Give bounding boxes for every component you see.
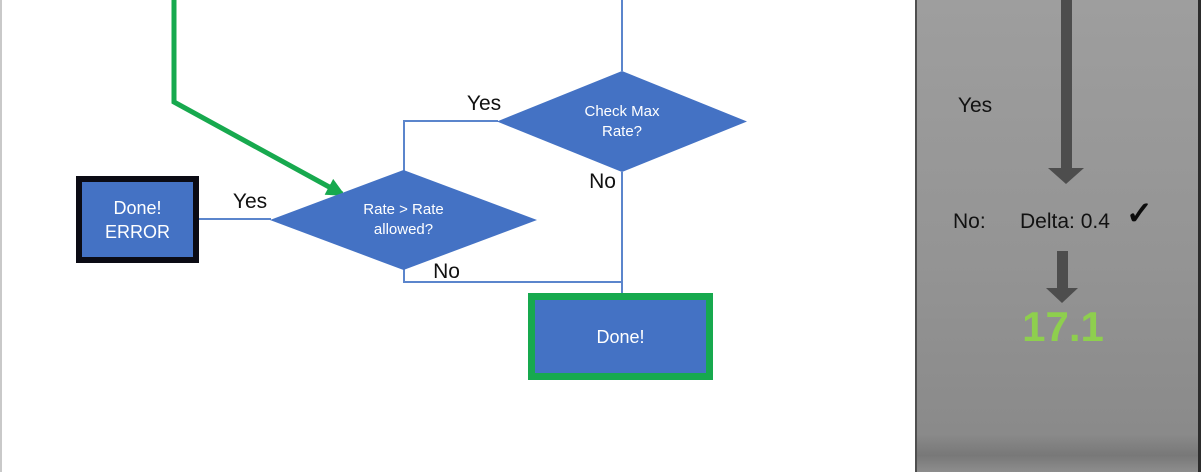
edge-label-yes-check-max: Yes bbox=[466, 92, 502, 115]
decision-rate-allowed: Rate > Rate allowed? bbox=[270, 170, 537, 270]
edge-label-no-check-max: No bbox=[589, 170, 616, 193]
edge-label-no-rate-allowed: No bbox=[433, 260, 460, 283]
panel-long-arrow-down-icon bbox=[1048, 168, 1084, 184]
terminal-done-label: Done! bbox=[596, 326, 645, 347]
decision-check-max-rate-label: Check Max Rate? bbox=[584, 102, 660, 140]
connector-check-max-yes-h bbox=[403, 120, 498, 122]
edge-label-yes-rate-allowed: Yes bbox=[232, 190, 268, 213]
green-flow-path bbox=[171, 0, 346, 197]
connector-into-check-max bbox=[621, 0, 623, 71]
terminal-done-error: Done! ERROR bbox=[76, 176, 199, 263]
side-panel-border bbox=[915, 0, 917, 472]
window-left-edge bbox=[0, 0, 2, 472]
panel-no-label: No: bbox=[953, 210, 986, 233]
decision-rate-allowed-label: Rate > Rate allowed? bbox=[363, 201, 444, 238]
panel-result-value: 17.1 bbox=[1022, 303, 1104, 350]
terminal-done-error-label: Done! ERROR bbox=[104, 197, 170, 242]
checkmark-icon: ✓ bbox=[1126, 195, 1153, 231]
connector-rate-allowed-no-h bbox=[403, 281, 622, 283]
panel-long-arrow-shaft bbox=[1061, 0, 1072, 168]
panel-delta-value: Delta: 0.4 bbox=[1020, 210, 1110, 233]
panel-short-arrow-shaft bbox=[1057, 251, 1068, 288]
connector-rate-allowed-yes-h bbox=[199, 218, 271, 220]
terminal-done: Done! bbox=[528, 293, 713, 380]
decision-check-max-rate: Check Max Rate? bbox=[497, 71, 747, 172]
side-panel bbox=[917, 0, 1198, 472]
panel-short-arrow-down-icon bbox=[1046, 288, 1078, 303]
connector-check-max-no-v bbox=[621, 172, 623, 293]
panel-yes-label: Yes bbox=[957, 94, 993, 117]
side-panel-right-edge bbox=[1198, 0, 1201, 472]
